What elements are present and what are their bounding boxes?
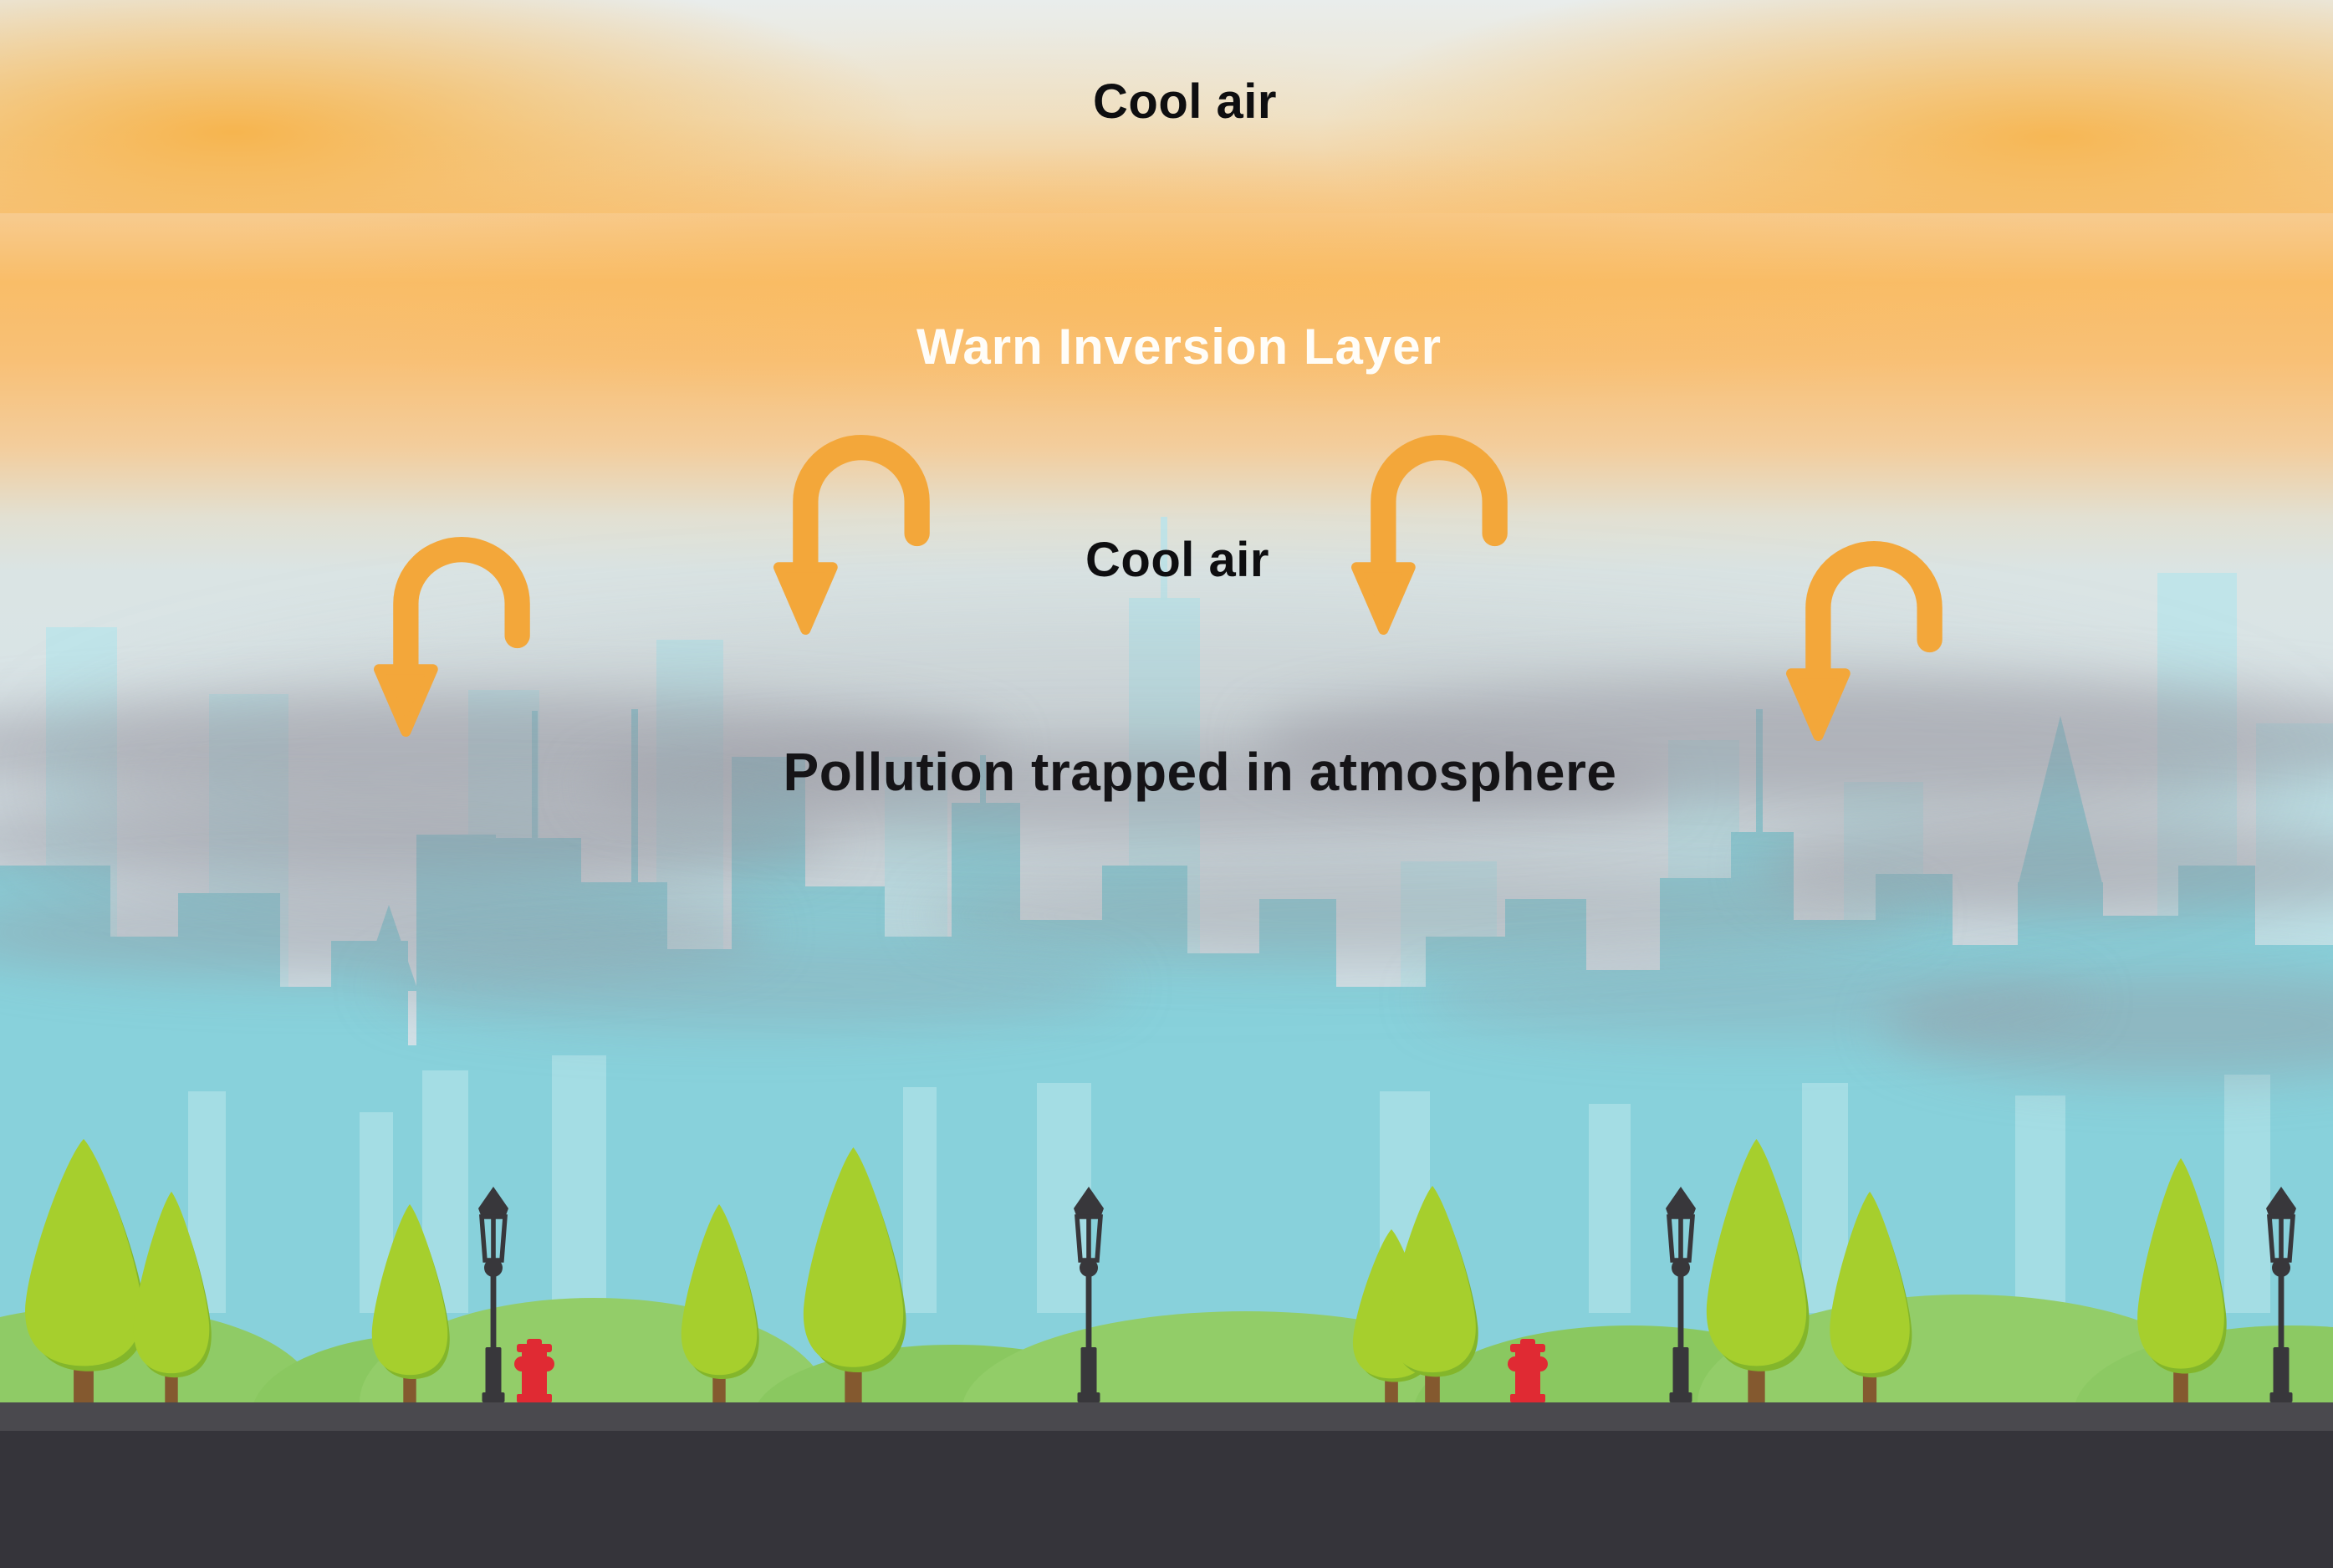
road: [0, 1431, 2333, 1568]
pollution-trapped-label: Pollution trapped in atmosphere: [783, 742, 1617, 802]
warm-cloud-band: [0, 0, 2333, 213]
city-skyline: [0, 517, 2333, 1402]
inversion-layer-label: Warn Inversion Layer: [916, 319, 1442, 375]
sidewalk: [0, 1402, 2333, 1431]
cool-air-top-label: Cool air: [1093, 74, 1277, 129]
cool-air-middle-label: Cool air: [1085, 533, 1269, 587]
